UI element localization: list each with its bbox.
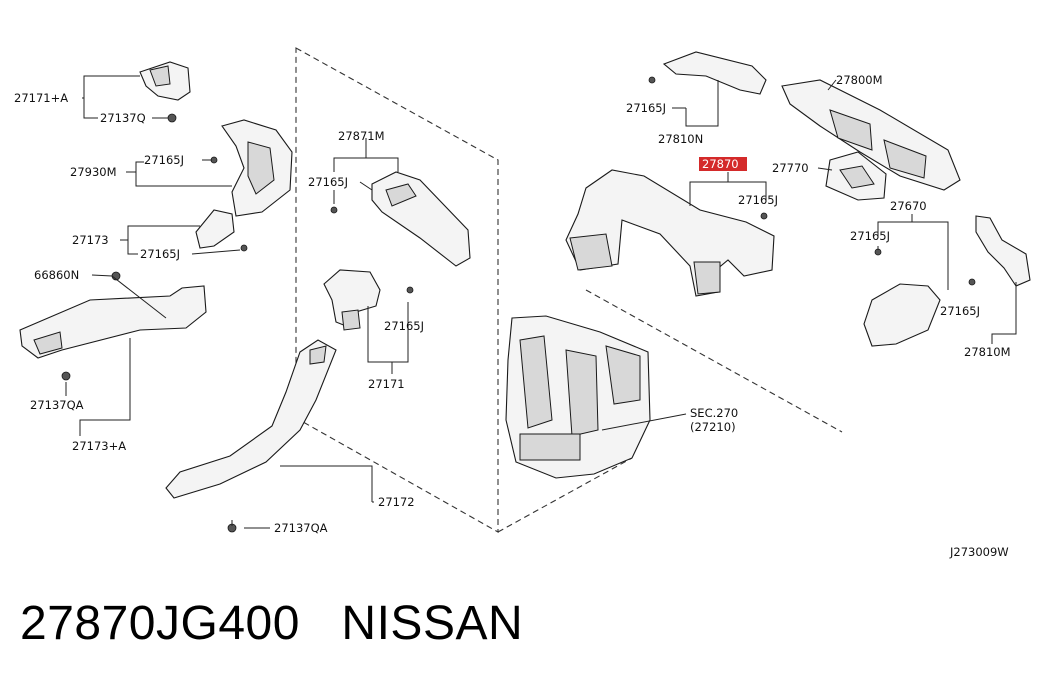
callout-27165j-g: 27165J [850, 229, 890, 243]
callout-27810m: 27810M [964, 345, 1011, 359]
part-number-footer: 27870JG400 NISSAN [20, 596, 523, 651]
dashed-group-outline-left [295, 47, 499, 533]
part-27810n [662, 51, 767, 95]
callout-27165j-d: 27165J [384, 319, 424, 333]
callout-27800m: 27800M [836, 73, 883, 87]
callout-27165j-e: 27165J [626, 101, 666, 115]
part-27171-a [139, 61, 191, 101]
callout-27871m: 27871M [338, 129, 385, 143]
part-27871m [371, 171, 471, 267]
part-27930m [221, 119, 293, 217]
callout-27171-a: 27171+A [14, 91, 68, 105]
part-27172 [165, 339, 337, 499]
part-27870 [565, 169, 775, 297]
callout-27171: 27171 [368, 377, 405, 391]
callout-27172: 27172 [378, 495, 415, 509]
callout-27173: 27173 [72, 233, 109, 247]
leader-lines [65, 75, 1017, 529]
callout-27165j-f: 27165J [738, 193, 778, 207]
callout-27137q: 27137Q [100, 111, 146, 125]
callout-sec270: SEC.270 [690, 406, 738, 420]
highlight-27870-box [699, 157, 747, 171]
callout-27165j-c: 27165J [308, 175, 348, 189]
part-heater-unit [505, 315, 651, 479]
callout-27670: 27670 [890, 199, 927, 213]
callout-66860n: 66860N [34, 268, 79, 282]
clip-27137qa-a [61, 371, 71, 381]
part-number: 27870JG400 [20, 597, 300, 650]
part-27800m [781, 79, 961, 191]
callout-27770: 27770 [772, 161, 809, 175]
callout-27137qa-a: 27137QA [30, 398, 84, 412]
part-27670 [863, 283, 941, 347]
callout-27137qa-b: 27137QA [274, 521, 328, 535]
callout-27165j-h: 27165J [940, 304, 980, 318]
callout-27173-a: 27173+A [72, 439, 126, 453]
part-27770 [825, 151, 887, 201]
callout-27165j-a: 27165J [144, 153, 184, 167]
diagram-id: J273009W [949, 545, 1009, 559]
callout-27930m: 27930M [70, 165, 117, 179]
brand-name: NISSAN [341, 597, 524, 650]
part-27810m [975, 215, 1031, 287]
clip-27137q [167, 113, 177, 123]
dashed-group-outline-heater [497, 289, 843, 533]
part-27171 [323, 269, 381, 331]
callout-27810n: 27810N [658, 132, 703, 146]
callout-27165j-b: 27165J [140, 247, 180, 261]
part-27173-a [19, 285, 207, 359]
callout-27870: 27870 [702, 157, 739, 171]
part-27173 [195, 209, 235, 249]
callout-sec27210: (27210) [690, 420, 736, 434]
